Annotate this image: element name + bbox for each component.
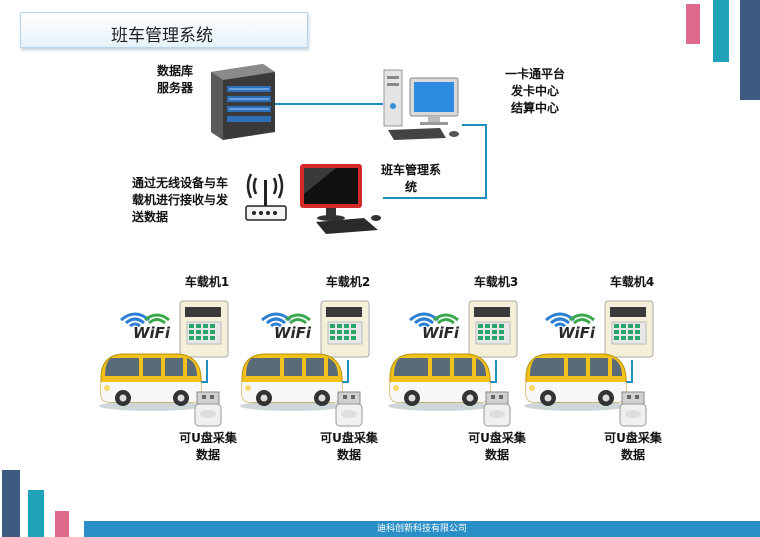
onboard-device-icon	[466, 298, 522, 364]
onboard-device-icon	[177, 298, 233, 364]
usb-label: 可U盘采集 数据	[468, 431, 526, 462]
bus-icon	[236, 348, 348, 416]
deco-bar-pink-bottom	[55, 511, 69, 537]
title-box: 班车管理系统	[20, 12, 308, 48]
wifi-text: WiFi	[558, 324, 596, 340]
usb-drive-icon	[193, 390, 223, 432]
wifi-text: WiFi	[133, 324, 171, 340]
bus-system-label: 班车管理系 统	[380, 163, 441, 194]
server-icon	[211, 64, 275, 140]
usb-label: 可U盘采集 数据	[179, 431, 237, 462]
wifi-icon: WiFi	[117, 306, 175, 344]
onboard-device-icon	[318, 298, 374, 364]
bus-icon	[95, 348, 207, 416]
onboard-device-icon	[602, 298, 658, 364]
deco-bar-slate-top	[740, 0, 760, 100]
usb-label: 可U盘采集 数据	[604, 431, 662, 462]
server-label: 数据库 服务器	[156, 64, 193, 95]
wireless-router-icon	[245, 173, 287, 221]
unit-name: 车载机4	[609, 275, 655, 289]
unit-name: 车载机3	[473, 275, 519, 289]
wifi-text: WiFi	[274, 324, 312, 340]
monitor-icon	[300, 164, 381, 234]
wireless-label: 通过无线设备与车 载机进行接收与发 送数据	[132, 176, 229, 224]
bus-icon	[520, 348, 632, 416]
usb-label: 可U盘采集 数据	[320, 431, 378, 462]
deco-bar-slate-bottom	[2, 470, 20, 537]
wifi-text: WiFi	[422, 324, 460, 340]
wifi-icon: WiFi	[258, 306, 316, 344]
wifi-icon: WiFi	[542, 306, 600, 344]
usb-drive-icon	[618, 390, 648, 432]
unit-name: 车载机2	[325, 275, 371, 289]
footer: 迪科创新科技有限公司	[84, 521, 760, 537]
usb-drive-icon	[482, 390, 512, 432]
usb-drive-icon	[334, 390, 364, 432]
wifi-icon: WiFi	[406, 306, 464, 344]
platform-label: 一卡通平台 发卡中心 结算中心	[504, 67, 565, 115]
page-title: 班车管理系统	[111, 26, 213, 46]
desktop-pc-icon	[383, 69, 459, 140]
unit-name: 车载机1	[184, 275, 230, 289]
deco-bar-pink-top	[686, 4, 700, 44]
deco-bar-teal-top	[713, 0, 729, 62]
bus-icon	[384, 348, 496, 416]
deco-bar-teal-bottom	[28, 490, 44, 537]
pc-to-bus-system-line	[383, 124, 487, 199]
